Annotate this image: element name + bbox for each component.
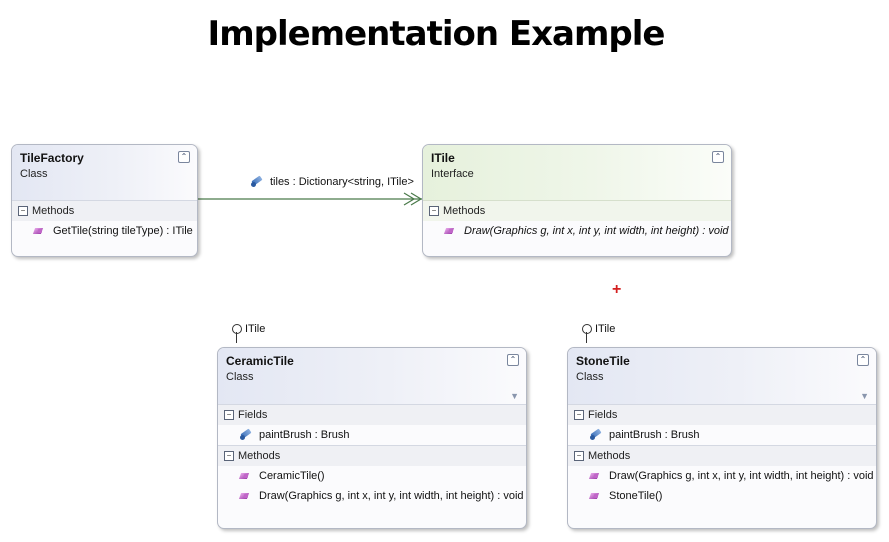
section-label: Methods	[443, 205, 486, 217]
interface-name: ITile	[431, 151, 455, 165]
association-label: tiles : Dictionary<string, ITile>	[251, 176, 414, 188]
class-name: CeramicTile	[226, 354, 294, 368]
page-title: Implementation Example	[207, 14, 666, 54]
class-header: CeramicTile Class ⌃ ▼	[218, 348, 526, 404]
methods-section-header[interactable]: − Methods	[12, 200, 197, 221]
method-icon	[445, 227, 455, 235]
method-row[interactable]: CeramicTile()	[218, 466, 526, 486]
section-label: Methods	[588, 450, 631, 462]
method-icon	[34, 227, 44, 235]
field-row[interactable]: paintBrush : Brush	[218, 425, 526, 445]
class-stereotype: Class	[226, 371, 254, 383]
method-icon	[590, 492, 600, 500]
class-stereotype: Class	[20, 168, 48, 180]
class-stereotype: Class	[576, 371, 604, 383]
method-row[interactable]: GetTile(string tileType) : ITile	[12, 221, 197, 241]
minus-icon[interactable]: −	[224, 410, 234, 420]
method-icon	[590, 472, 600, 480]
class-stonetile[interactable]: StoneTile Class ⌃ ▼ − Fields paintBrush …	[567, 347, 877, 529]
implements-label: ITile	[595, 323, 616, 335]
methods-section-header[interactable]: − Methods	[568, 445, 876, 466]
interface-stereotype: Interface	[431, 168, 474, 180]
method-text: Draw(Graphics g, int x, int y, int width…	[259, 490, 524, 502]
class-tilefactory[interactable]: TileFactory Class ⌃ − Methods GetTile(st…	[11, 144, 198, 257]
section-label: Methods	[238, 450, 281, 462]
minus-icon[interactable]: −	[574, 410, 584, 420]
method-text: Draw(Graphics g, int x, int y, int width…	[609, 470, 874, 482]
field-icon	[240, 429, 252, 441]
method-text: GetTile(string tileType) : ITile	[53, 225, 193, 237]
class-header: StoneTile Class ⌃ ▼	[568, 348, 876, 404]
methods-section-header[interactable]: − Methods	[218, 445, 526, 466]
method-text: StoneTile()	[609, 490, 663, 502]
minus-icon[interactable]: −	[574, 451, 584, 461]
interface-itile[interactable]: ITile Interface ⌃ − Methods Draw(Graphic…	[422, 144, 732, 257]
interface-lollipop: ITile	[582, 323, 616, 343]
minus-icon[interactable]: −	[224, 451, 234, 461]
collapse-icon[interactable]: ⌃	[712, 151, 724, 163]
implements-label: ITile	[245, 323, 266, 335]
method-text: CeramicTile()	[259, 470, 325, 482]
field-text: paintBrush : Brush	[609, 429, 700, 441]
interface-header: ITile Interface ⌃	[423, 145, 731, 200]
minus-icon[interactable]: −	[429, 206, 439, 216]
method-row[interactable]: Draw(Graphics g, int x, int y, int width…	[423, 221, 731, 241]
method-row[interactable]: StoneTile()	[568, 486, 876, 506]
minus-icon[interactable]: −	[18, 206, 28, 216]
field-row[interactable]: paintBrush : Brush	[568, 425, 876, 445]
field-text: paintBrush : Brush	[259, 429, 350, 441]
field-icon	[590, 429, 602, 441]
filter-icon[interactable]: ▼	[860, 391, 869, 401]
interface-circle-icon	[232, 324, 242, 334]
method-icon	[240, 472, 250, 480]
method-row[interactable]: Draw(Graphics g, int x, int y, int width…	[568, 466, 876, 486]
class-ceramictile[interactable]: CeramicTile Class ⌃ ▼ − Fields paintBrus…	[217, 347, 527, 529]
cursor-marker: +	[612, 281, 622, 298]
interface-lollipop: ITile	[232, 323, 266, 343]
collapse-icon[interactable]: ⌃	[178, 151, 190, 163]
interface-circle-icon	[582, 324, 592, 334]
section-label: Fields	[238, 409, 268, 421]
method-row[interactable]: Draw(Graphics g, int x, int y, int width…	[218, 486, 526, 506]
collapse-icon[interactable]: ⌃	[857, 354, 869, 366]
class-header: TileFactory Class ⌃	[12, 145, 197, 200]
class-name: TileFactory	[20, 151, 84, 165]
fields-section-header[interactable]: − Fields	[218, 404, 526, 425]
field-icon	[251, 176, 263, 188]
filter-icon[interactable]: ▼	[510, 391, 519, 401]
collapse-icon[interactable]: ⌃	[507, 354, 519, 366]
class-name: StoneTile	[576, 354, 630, 368]
association-text: tiles : Dictionary<string, ITile>	[270, 176, 414, 188]
method-icon	[240, 492, 250, 500]
fields-section-header[interactable]: − Fields	[568, 404, 876, 425]
method-text: Draw(Graphics g, int x, int y, int width…	[464, 225, 729, 237]
section-label: Methods	[32, 205, 75, 217]
methods-section-header[interactable]: − Methods	[423, 200, 731, 221]
section-label: Fields	[588, 409, 618, 421]
